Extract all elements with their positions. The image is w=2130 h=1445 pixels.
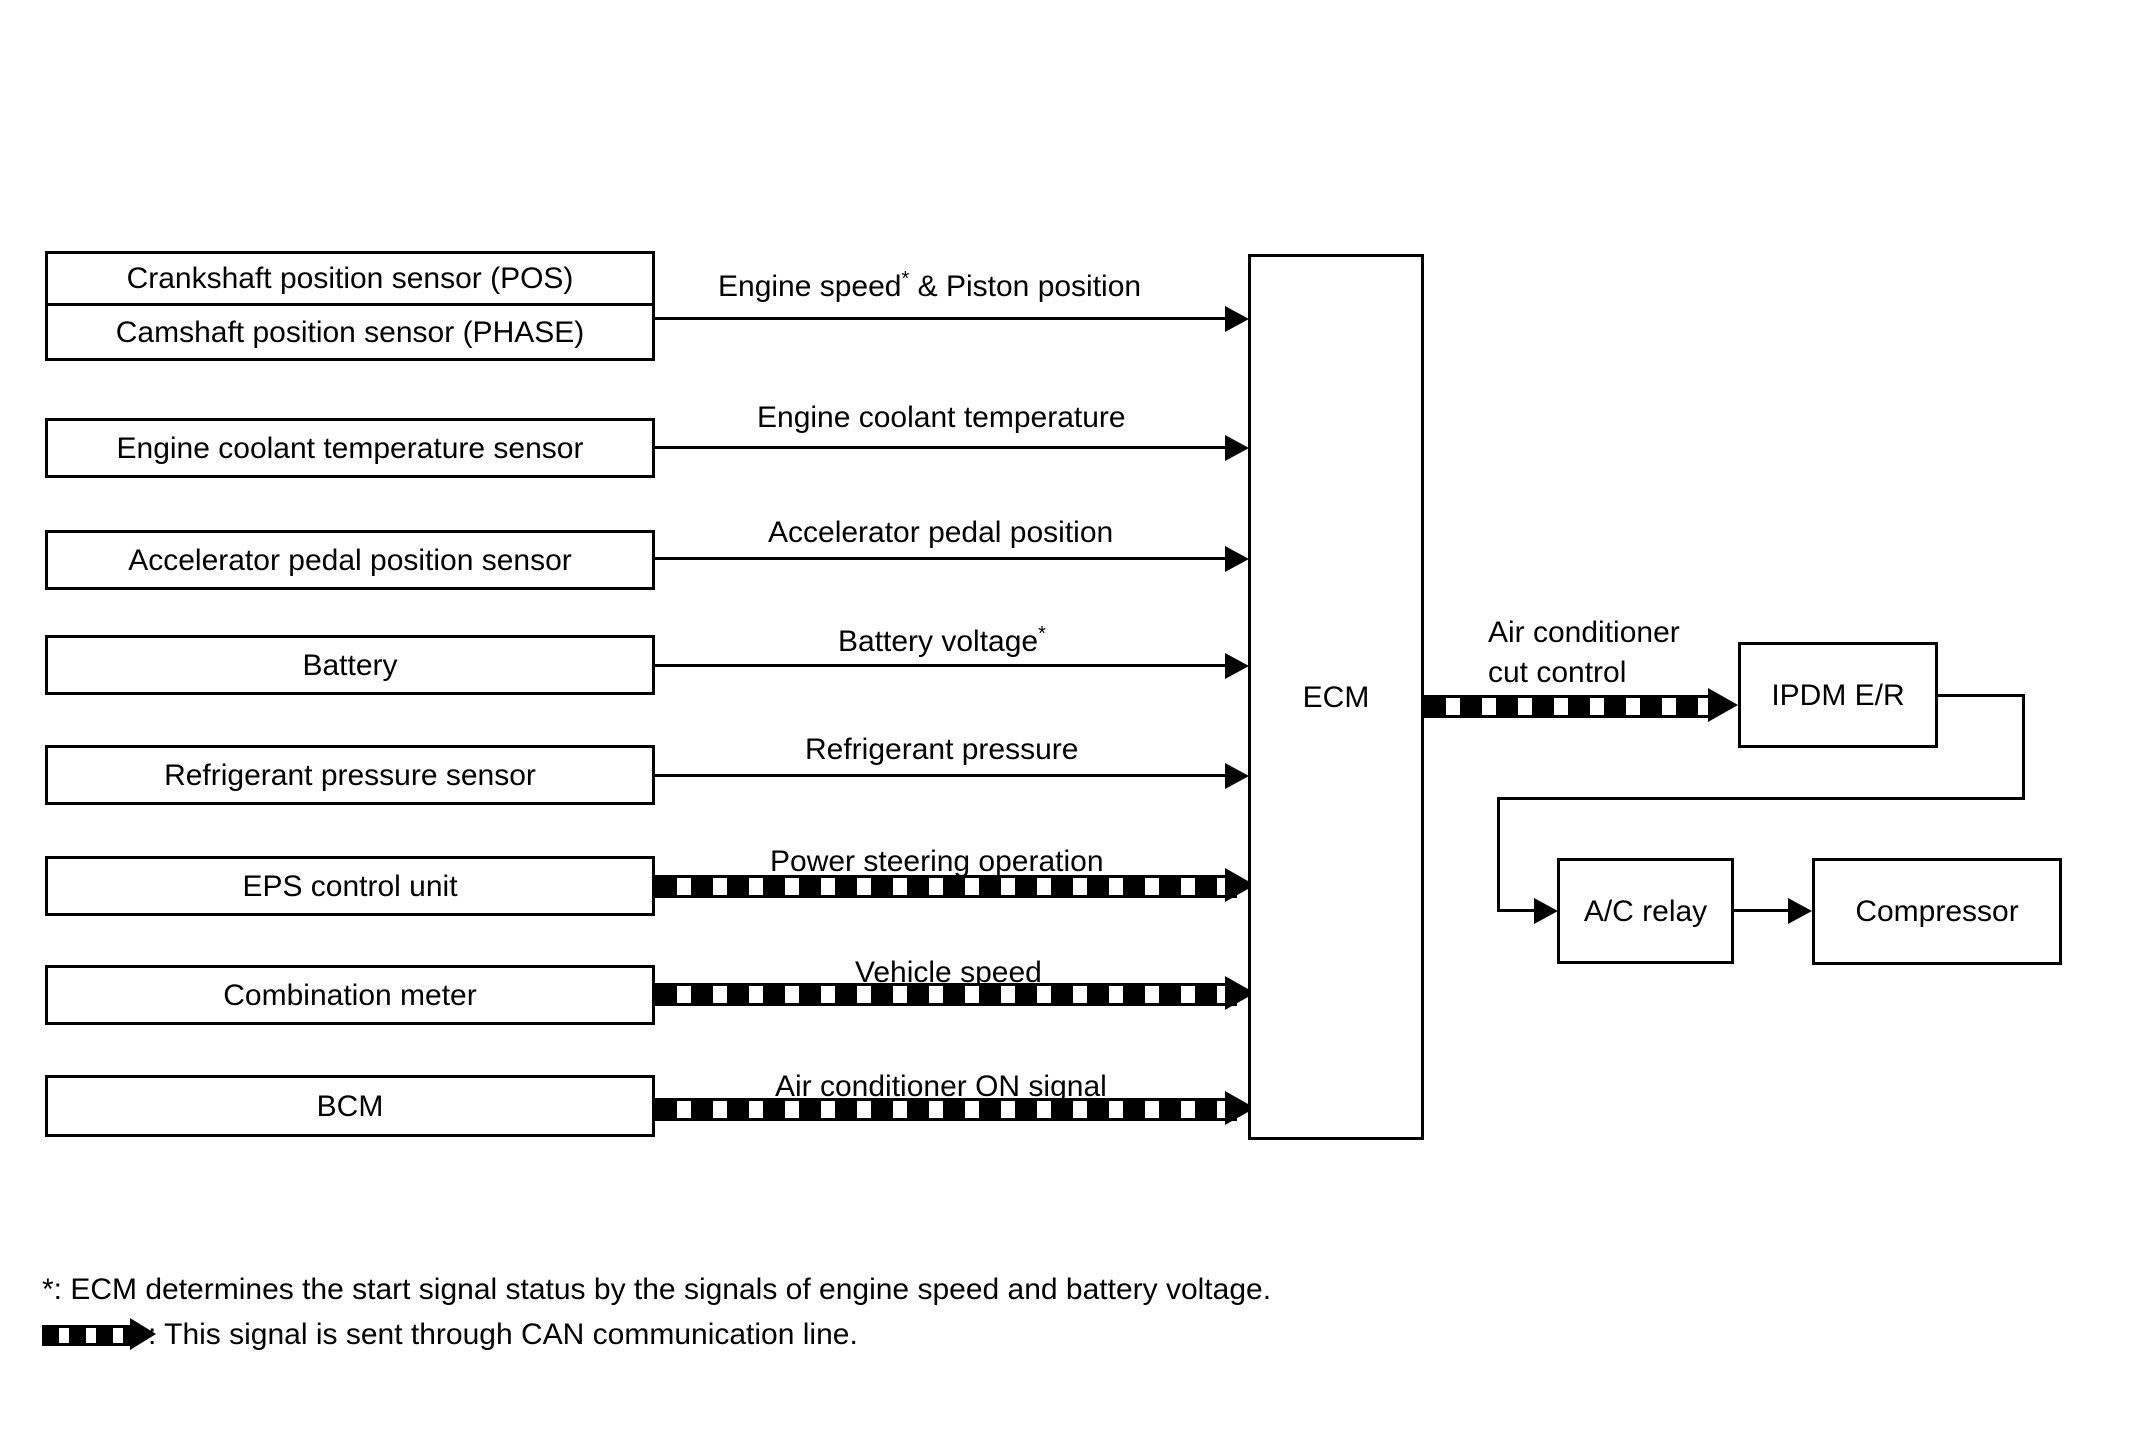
block-refrigerant-pressure-sensor[interactable]: Refrigerant pressure sensor	[45, 745, 655, 805]
signal-label-engine-coolant-temperature: Engine coolant temperature	[757, 403, 1126, 433]
block-label: A/C relay	[1583, 894, 1708, 928]
arrow-head-engine-speed	[1225, 306, 1249, 332]
ipdm-output-segment-down-to-relay	[1497, 797, 1500, 911]
arrow-shaft-engine-speed	[655, 317, 1227, 320]
signal-label-vehicle-speed: Vehicle speed	[855, 958, 1042, 988]
block-label: Compressor	[1855, 895, 2019, 928]
block-engine-coolant-temperature-sensor[interactable]: Engine coolant temperature sensor	[45, 418, 655, 478]
label-air-conditioner-cut-control-line1: Air conditioner	[1488, 618, 1680, 648]
footnote-asterisk-text: *: ECM determines the start signal statu…	[42, 1273, 1272, 1306]
can-arrow-shaft-power-steering-operation	[655, 875, 1237, 898]
arrow-shaft-refrigerant-pressure	[655, 774, 1227, 777]
signal-label-refrigerant-pressure: Refrigerant pressure	[805, 735, 1078, 765]
can-legend-icon	[42, 1325, 132, 1346]
block-accelerator-pedal-position-sensor[interactable]: Accelerator pedal position sensor	[45, 530, 655, 590]
ipdm-output-segment-down	[2022, 694, 2025, 799]
block-label: EPS control unit	[242, 869, 458, 903]
arrow-head-battery-voltage	[1225, 653, 1249, 679]
block-label: Refrigerant pressure sensor	[164, 758, 536, 792]
block-label: Combination meter	[223, 978, 477, 1012]
arrow-head-into-ac-relay	[1534, 898, 1558, 924]
block-label: BCM	[316, 1089, 384, 1123]
block-label: Battery	[302, 648, 398, 682]
arrow-head-engine-coolant-temperature	[1225, 435, 1249, 461]
arrow-shaft-engine-coolant-temperature	[655, 446, 1227, 449]
cut-control-text-1: Air conditioner	[1488, 616, 1680, 649]
signal-text: Battery voltage	[838, 625, 1039, 658]
signal-label-accelerator-pedal-position: Accelerator pedal position	[768, 518, 1113, 548]
block-combination-meter[interactable]: Combination meter	[45, 965, 655, 1025]
block-label: ECM	[1302, 680, 1370, 714]
signal-text: Refrigerant pressure	[805, 733, 1079, 766]
block-bcm[interactable]: BCM	[45, 1075, 655, 1137]
arrow-shaft-battery-voltage	[655, 664, 1227, 667]
signal-text-tail: & Piston position	[909, 270, 1142, 303]
can-legend-arrow-icon	[130, 1318, 156, 1350]
block-ac-relay[interactable]: A/C relay	[1557, 858, 1734, 964]
block-eps-control-unit[interactable]: EPS control unit	[45, 856, 655, 916]
ipdm-output-segment-right	[1935, 694, 2025, 697]
block-label: Accelerator pedal position sensor	[128, 543, 572, 577]
signal-text: Air conditioner ON signal	[775, 1070, 1107, 1103]
signal-label-battery-voltage: Battery voltage*	[838, 624, 1046, 658]
ipdm-output-segment-into-relay	[1497, 909, 1537, 912]
block-crankshaft-camshaft-position-sensor[interactable]: Crankshaft position sensor (POS) Camshaf…	[45, 251, 655, 361]
block-label: Engine coolant temperature sensor	[116, 431, 584, 465]
signal-text: Engine coolant temperature	[757, 401, 1126, 434]
block-ipdm-er[interactable]: IPDM E/R	[1738, 642, 1938, 748]
arrow-shaft-accelerator-pedal-position	[655, 557, 1227, 560]
can-arrow-shaft-vehicle-speed	[655, 983, 1237, 1006]
block-compressor[interactable]: Compressor	[1812, 858, 2062, 965]
arrow-head-refrigerant-pressure	[1225, 763, 1249, 789]
block-battery[interactable]: Battery	[45, 635, 655, 695]
signal-label-engine-speed-piston-position: Engine speed* & Piston position	[718, 269, 1142, 303]
block-ecm[interactable]: ECM	[1248, 254, 1424, 1140]
arrow-shaft-relay-to-compressor	[1732, 909, 1788, 912]
block-crankshaft-position-sensor-label: Crankshaft position sensor (POS)	[48, 254, 652, 306]
footnote-can-legend-text: : This signal is sent through CAN commun…	[148, 1318, 858, 1351]
footnote-can-legend: : This signal is sent through CAN commun…	[148, 1320, 858, 1350]
arrow-head-relay-to-compressor	[1788, 898, 1812, 924]
signal-text: Power steering operation	[770, 845, 1104, 878]
signal-text: Accelerator pedal position	[768, 516, 1114, 549]
signal-label-power-steering-operation: Power steering operation	[770, 847, 1104, 877]
signal-text: Engine speed	[718, 270, 902, 303]
ipdm-output-segment-left	[1497, 797, 2025, 800]
can-arrow-shaft-air-conditioner-on-signal	[655, 1098, 1237, 1121]
can-arrow-shaft-air-conditioner-cut-control	[1424, 695, 1714, 718]
footnote-asterisk: *: ECM determines the start signal statu…	[42, 1275, 1271, 1305]
arrow-head-accelerator-pedal-position	[1225, 546, 1249, 572]
can-arrow-head-air-conditioner-cut-control	[1708, 688, 1738, 722]
signal-text: Vehicle speed	[855, 956, 1042, 989]
label-air-conditioner-cut-control-line2: cut control	[1488, 658, 1626, 688]
block-label: IPDM E/R	[1771, 678, 1905, 712]
asterisk-marker: *	[901, 268, 910, 290]
cut-control-text-2: cut control	[1488, 656, 1627, 689]
signal-label-air-conditioner-on-signal: Air conditioner ON signal	[775, 1072, 1107, 1102]
asterisk-marker: *	[1038, 623, 1046, 645]
block-camshaft-position-sensor-label: Camshaft position sensor (PHASE)	[115, 315, 585, 349]
